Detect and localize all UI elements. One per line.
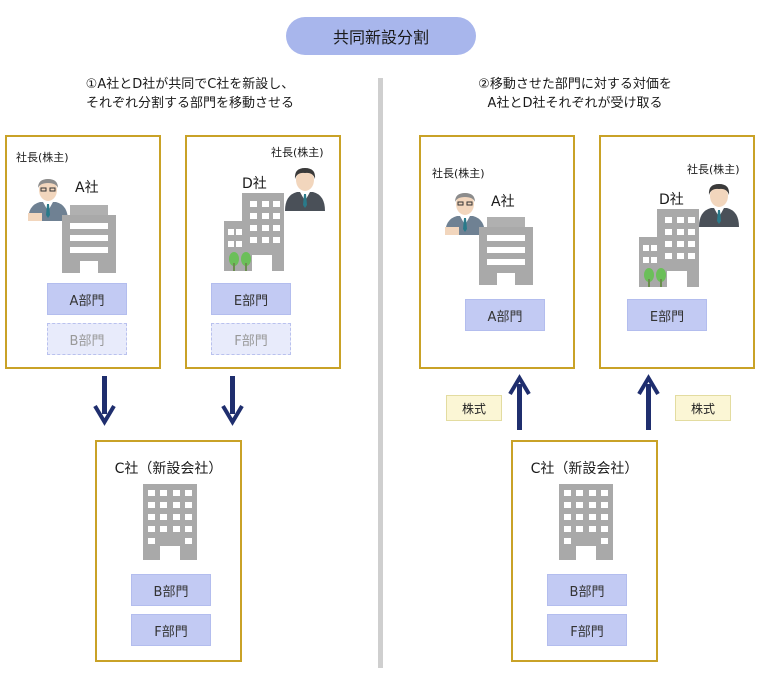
building-icon [479,217,533,285]
panel-divider [378,78,383,668]
president-label: 社長(株主) [271,146,324,159]
company-a-box-left: 社長(株主) A社 A部門 B部門 [5,135,161,369]
building-icon [639,209,699,287]
dept-e: E部門 [211,283,291,315]
dept-f-faded: F部門 [211,323,291,355]
president-icon [697,181,741,227]
building-icon [224,193,284,271]
president-label: 社長(株主) [16,151,69,164]
company-d-box-right: 社長(株主) D社 E部門 [599,135,755,369]
building-icon [559,484,613,560]
dept-b: B部門 [131,574,211,606]
right-heading: ②移動させた部門に対する対価を A社とD社それぞれが受け取る [405,75,745,113]
building-icon [62,205,116,273]
company-a-label: A社 [75,180,99,196]
right-heading-line1: ②移動させた部門に対する対価を [478,77,672,92]
arrow-down-icon [221,376,244,426]
president-icon [283,165,327,211]
left-heading: ①A社とD社が共同でC社を新設し、 それぞれ分割する部門を移動させる [20,75,360,113]
company-a-box-right: 社長(株主) A社 A部門 [419,135,575,369]
dept-a: A部門 [465,299,545,331]
company-d-label: D社 [659,192,684,208]
shares-label-a: 株式 [446,395,502,421]
company-a-label: A社 [491,194,515,210]
dept-f: F部門 [547,614,627,646]
president-label: 社長(株主) [432,167,485,180]
company-c-label: C社（新設会社） [114,461,223,477]
dept-e: E部門 [627,299,707,331]
dept-b-faded: B部門 [47,323,127,355]
page-title: 共同新設分割 [286,17,476,55]
arrow-down-icon [93,376,116,426]
company-c-box-left: C社（新設会社） B部門 F部門 [95,440,242,662]
company-c-box-right: C社（新設会社） B部門 F部門 [511,440,658,662]
dept-a: A部門 [47,283,127,315]
right-heading-line2: A社とD社それぞれが受け取る [487,96,663,111]
dept-f: F部門 [131,614,211,646]
left-heading-line1: ①A社とD社が共同でC社を新設し、 [85,77,295,92]
company-d-label: D社 [242,176,267,192]
building-icon [143,484,197,560]
president-label: 社長(株主) [687,163,740,176]
company-c-label: C社（新設会社） [530,461,639,477]
arrow-up-icon [637,374,660,430]
dept-b: B部門 [547,574,627,606]
company-d-box-left: 社長(株主) D社 E部門 F部門 [185,135,341,369]
arrow-up-icon [508,374,531,430]
left-heading-line2: それぞれ分割する部門を移動させる [85,96,294,111]
shares-label-d: 株式 [675,395,731,421]
